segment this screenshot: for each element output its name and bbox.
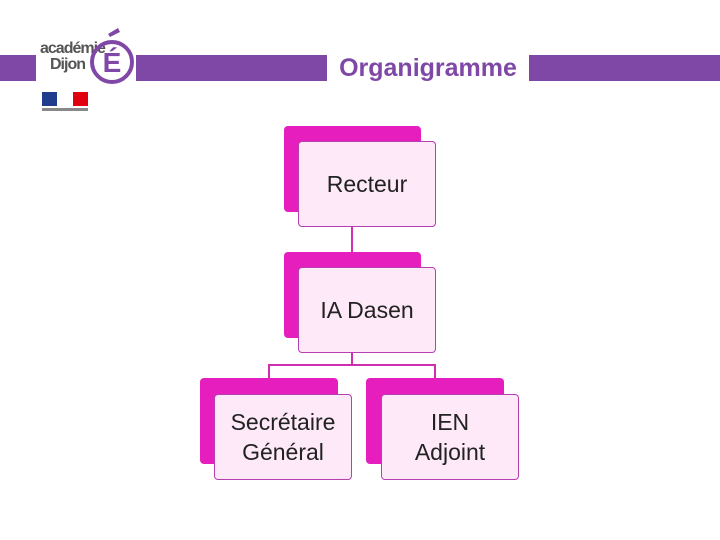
node-ien-label-line1: IEN [430, 409, 470, 435]
node-ia-dasen: IA Dasen [298, 267, 436, 353]
logo-mark-letter: É [103, 47, 122, 78]
node-recteur-label: Recteur [326, 171, 408, 197]
connector-horizontal [268, 364, 436, 366]
node-secretaire-label-line1: Secrétaire [230, 409, 336, 435]
header-bar-left [0, 55, 36, 81]
node-ia-dasen-label: IA Dasen [320, 297, 414, 323]
marianne-flag-icon [42, 92, 88, 106]
node-secretaire-general: Secrétaire Général [214, 394, 352, 480]
node-ien-adjoint: IEN Adjoint [381, 394, 519, 480]
node-secretaire-label-line2: Général [242, 439, 324, 465]
connector-recteur-ia [351, 212, 353, 268]
node-recteur: Recteur [298, 141, 436, 227]
logo-text-line2: Dijon [50, 56, 86, 73]
e-mark-icon: É [90, 28, 134, 84]
logo-text-line1: académie [40, 40, 106, 57]
node-ien-label-line2: Adjoint [414, 439, 486, 465]
page-title: Organigramme [327, 53, 529, 83]
marianne-caption [42, 108, 88, 111]
